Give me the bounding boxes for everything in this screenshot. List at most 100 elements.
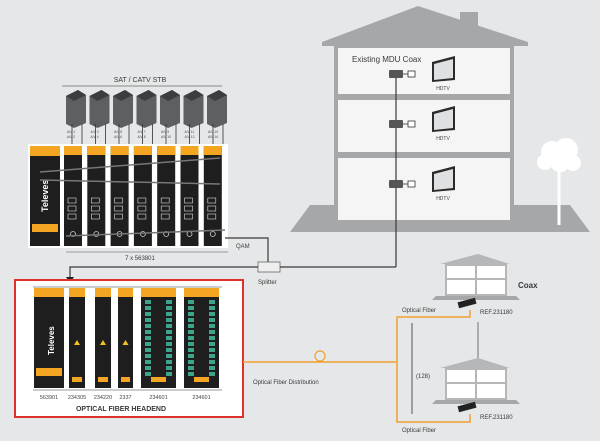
splitter-label: Splitter: [258, 280, 277, 286]
stb-body: [113, 90, 133, 128]
tap-outlet: [389, 180, 403, 188]
fiber-branch-bottom: [396, 362, 471, 423]
fiber-port: [188, 300, 194, 304]
distribution-label: Optical Fiber Distribution: [253, 380, 319, 386]
headend-module: 2337: [118, 288, 133, 401]
fiber-port: [166, 318, 172, 322]
modulator-top: [203, 146, 222, 155]
wall-socket: [407, 180, 416, 188]
av-label: A/V 2: [67, 135, 75, 139]
floor-3: [338, 48, 510, 94]
wall-socket: [407, 70, 416, 78]
modulator-port: [91, 213, 100, 220]
warning-icon: [122, 340, 129, 345]
house-room: [477, 370, 505, 382]
power-supply-terminals: [32, 224, 58, 232]
modulator-top: [157, 146, 176, 155]
headend-title: OPTICAL FIBER HEADEND: [76, 406, 166, 413]
fiber-port: [145, 312, 151, 316]
fiber-port: [188, 324, 194, 328]
fiber-port: [188, 306, 194, 310]
av-label: A/V 10: [161, 135, 171, 139]
modulator-port: [137, 213, 147, 220]
optical-receiver-icon: [457, 297, 477, 309]
qam-label: QAM: [236, 244, 250, 250]
stb-top: [183, 90, 204, 101]
fiber-label-1: Optical Fiber: [402, 308, 436, 314]
module-ref-label: 234305: [68, 395, 86, 401]
house: [432, 358, 520, 413]
modulator-top: [110, 146, 129, 155]
modulator-module: [180, 146, 199, 246]
stb-top: [113, 90, 133, 101]
fiber-port: [209, 300, 215, 304]
fiber-port: [145, 342, 151, 346]
av-label: A/V 9: [161, 130, 169, 134]
fiber-port: [166, 330, 172, 334]
fiber-port: [209, 330, 215, 334]
fiber-branch-top: [396, 310, 471, 362]
tree-icon: [537, 138, 581, 225]
av-label: A/V 6: [114, 135, 122, 139]
fiber-port: [166, 336, 172, 340]
module-top: [184, 288, 219, 297]
tap-outlet: [389, 70, 403, 78]
rf-connector: [209, 231, 216, 237]
fiber-port: [209, 342, 215, 346]
module-body: [118, 288, 133, 388]
optical-receiver-icon: [457, 401, 477, 413]
fiber-port: [145, 318, 151, 322]
av-label: A/V 4: [91, 135, 99, 139]
module-top: [69, 288, 85, 297]
modulator-module: [87, 146, 106, 246]
fiber-port: [188, 360, 194, 364]
split-count-label: (128): [416, 374, 430, 380]
fiber-port: [145, 372, 151, 376]
house-room: [477, 280, 505, 294]
modulator-count-label: 7 x 563801: [125, 256, 155, 262]
qam-cable: [225, 237, 269, 264]
modulator-body: [157, 146, 176, 246]
fiber-port: [166, 348, 172, 352]
module-top: [34, 288, 64, 297]
warning-icon: [100, 340, 106, 345]
module-top: [95, 288, 111, 297]
modulator-group: [39, 146, 226, 246]
av-label: A/V 14: [208, 135, 218, 139]
fiber-label-2: Optical Fiber: [402, 428, 436, 434]
module-body: [69, 288, 85, 388]
hdtv-unit: HDTV: [389, 106, 455, 142]
tv-screen: [434, 109, 453, 130]
fiber-port: [166, 306, 172, 310]
hdtv-label: HDTV: [436, 196, 450, 202]
av-label: A/V 3: [91, 130, 99, 134]
module-label-plate: [194, 377, 209, 382]
modulator-module: [157, 146, 176, 246]
headend-module: 234601: [141, 288, 176, 401]
modulator-port: [114, 197, 123, 204]
set-top-box: A/V 7A/V 8: [136, 90, 157, 147]
fiber-port: [209, 306, 215, 310]
stb-top: [66, 90, 86, 101]
modulator-port: [67, 205, 77, 212]
fiber-port: [166, 366, 172, 370]
module-ref-label: 234601: [192, 395, 210, 401]
fiber-port: [209, 336, 215, 340]
house-roof: [440, 358, 510, 368]
fiber-port: [188, 330, 194, 334]
headend-brand-label: Televes: [47, 326, 56, 355]
module-label-plate: [151, 377, 166, 382]
modulator-module: [64, 146, 82, 246]
houses: [432, 254, 520, 413]
fiber-port: [166, 354, 172, 358]
fiber-port: [188, 312, 194, 316]
fiber-port: [188, 336, 194, 340]
house-room: [477, 266, 505, 278]
modulator-top: [180, 146, 199, 155]
set-top-box: A/V 5A/V 6: [113, 90, 133, 147]
modulator-module: [110, 146, 129, 246]
fiber-port: [145, 336, 151, 340]
